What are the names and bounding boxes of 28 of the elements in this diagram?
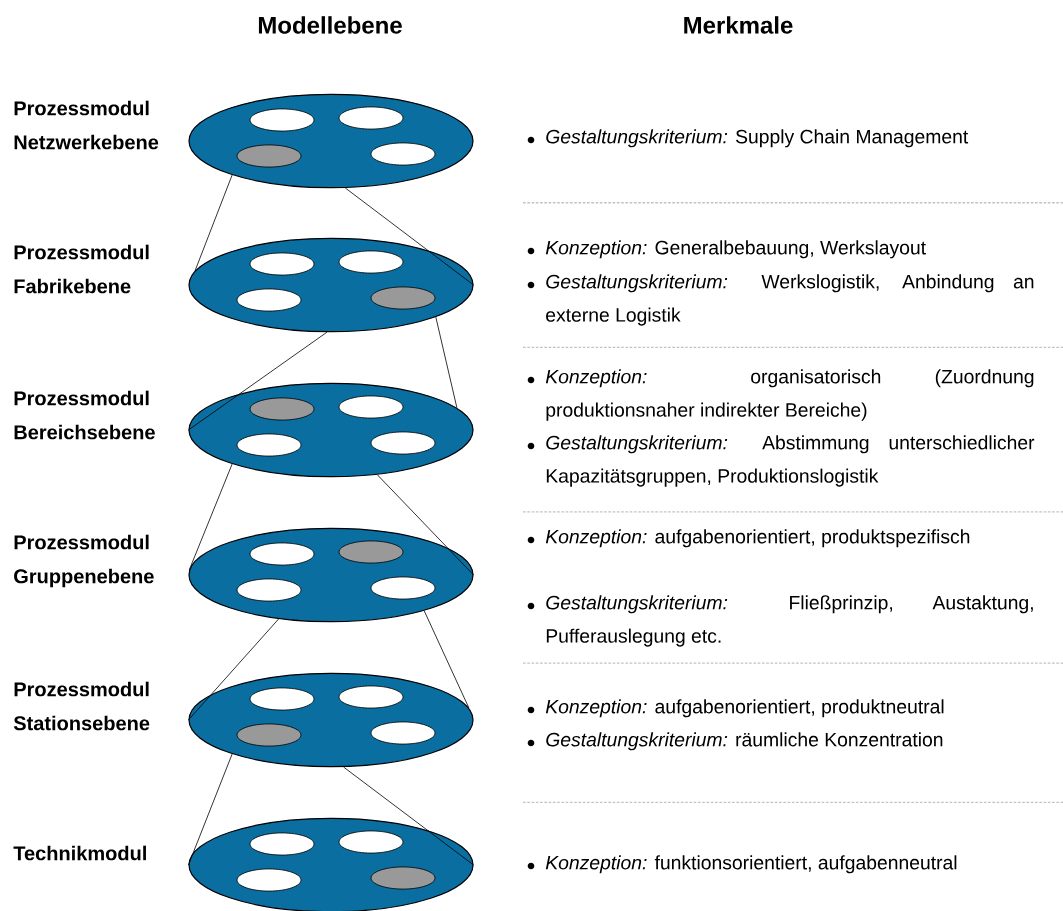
bullet-text: Konzeption: organisatorisch (Zuordnung produktionsnaher indirekter Bereiche): [545, 369, 1034, 421]
column-title: Merkmale: [684, 16, 793, 34]
connecting-line: [188, 753, 233, 866]
level-heading: Prozessmodul Netzwerkebene: [14, 100, 159, 150]
bullet-text: Konzeption: aufgabenorientiert, produktspezifisch: [545, 529, 970, 548]
connecting-line: [188, 331, 328, 431]
connecting-line: [345, 187, 474, 286]
level-heading: Technikmodul: [13, 845, 146, 861]
bullet-text: Konzeption: aufgabenorientiert, produktneutral: [545, 699, 944, 718]
bullet-text: Gestaltungskriterium: Fließprinzip, Austaktung, Pufferauslegung etc.: [546, 595, 1033, 647]
bullet-text: Konzeption: Generalbebauung, Werkslayout: [545, 240, 926, 259]
connecting-line: [188, 463, 233, 571]
connecting-line: [343, 766, 474, 866]
bullet-text: Konzeption: funktionsorientiert, aufgabenneutral: [545, 855, 957, 874]
level-heading: Prozessmodul Fabrikebene: [14, 244, 149, 294]
connecting-line: [435, 316, 458, 409]
column-title: Modellebene: [258, 16, 402, 34]
connecting-line: [376, 474, 474, 576]
bullet-text: Gestaltungskriterium: Werkslogistik, Anbindung an externe Logistik: [546, 274, 1034, 326]
connecting-line: [423, 610, 470, 709]
bullet-text: Gestaltungskriterium: Abstimmung unterschiedlicher Kapazitätsgruppen, Produktionslogistik: [546, 435, 1035, 487]
level-heading: Prozessmodul Bereichsebene: [14, 390, 155, 440]
bullet-text: Gestaltungskriterium: räumliche Konzentration: [546, 732, 943, 751]
connecting-line: [194, 174, 233, 272]
level-heading: Prozessmodul Stationsebene: [13, 681, 150, 731]
bullet-text: Gestaltungskriterium: Supply Chain Management: [546, 129, 969, 148]
level-heading: Prozessmodul Gruppenebene: [14, 534, 154, 588]
connecting-line: [188, 618, 279, 721]
